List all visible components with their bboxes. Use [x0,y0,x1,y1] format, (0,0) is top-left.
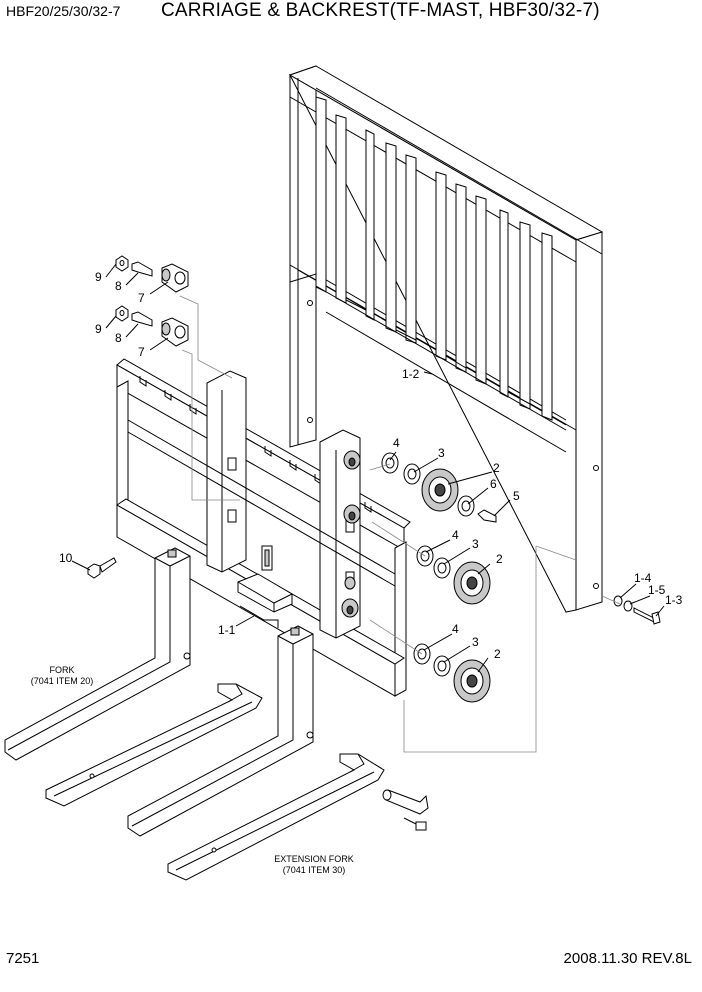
extension-fork-note-line1: EXTENSION FORK [274,854,354,864]
callout-3-row1: 3 [438,446,445,460]
callout-7-upper: 7 [138,291,145,305]
fork-note-line2: (7041 ITEM 20) [31,676,94,686]
hardware-drawings [87,255,661,703]
callout-10: 10 [59,551,73,565]
callout-labels: 1-2 1-1 9 8 7 9 8 7 10 4 3 2 6 5 4 3 2 4… [59,270,683,661]
callout-6: 6 [490,477,497,491]
callout-9-upper: 9 [95,270,102,284]
fork-note-line1: FORK [49,665,74,675]
callout-4-row3: 4 [452,622,459,636]
callout-2-row2: 2 [496,552,503,566]
callout-3-row3: 3 [472,635,479,649]
callout-1-4: 1-4 [634,571,652,585]
model-code: HBF20/25/30/32-7 [6,3,121,19]
callout-1-3: 1-3 [665,593,683,607]
fork-drawings [4,547,429,881]
callout-4-row2: 4 [452,528,459,542]
callout-8-upper: 8 [115,279,122,293]
callout-5: 5 [513,489,520,503]
callout-1-5: 1-5 [648,583,666,597]
callout-7-lower: 7 [138,345,145,359]
callout-2-row1: 2 [493,461,500,475]
leader-lines [71,263,665,673]
page-title: CARRIAGE & BACKREST(TF-MAST, HBF30/32-7) [161,0,600,21]
callout-1-1: 1-1 [218,623,236,637]
fork-note: FORK (7041 ITEM 20) [31,665,94,686]
extension-fork-note: EXTENSION FORK (7041 ITEM 30) [274,854,354,875]
callout-4-row1: 4 [393,436,400,450]
callout-2-row3: 2 [494,647,501,661]
callout-1-2: 1-2 [402,367,420,381]
carriage-drawing [116,358,411,697]
callout-9-lower: 9 [95,322,102,336]
callout-3-row2: 3 [472,537,479,551]
revision-date: 2008.11.30 REV.8L [563,950,692,967]
callout-8-lower: 8 [115,331,122,345]
backrest-drawing [288,65,604,613]
extension-fork-note-line2: (7041 ITEM 30) [283,865,346,875]
assembly-lines [179,295,621,753]
page-number: 7251 [6,950,40,967]
